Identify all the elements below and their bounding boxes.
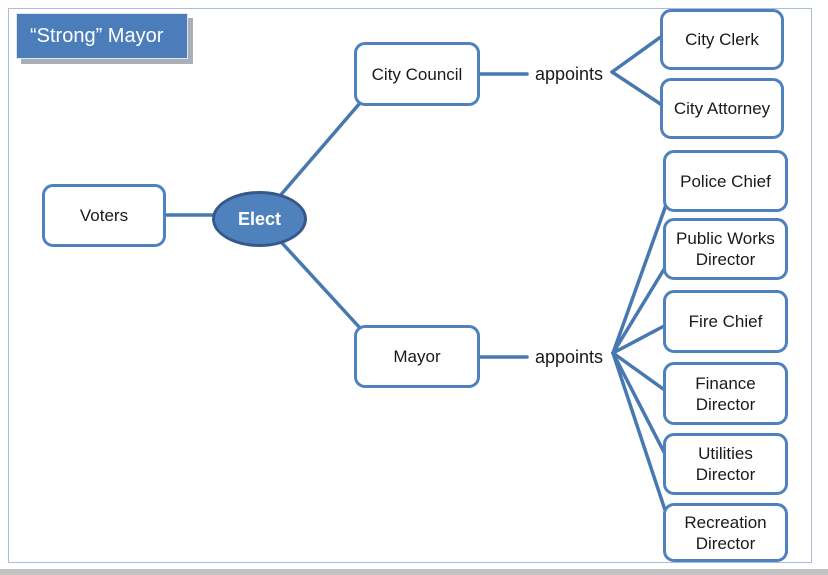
node-utilities-director: Utilities Director — [663, 433, 788, 495]
connector-appoints-police-chief — [611, 203, 668, 355]
node-voters-label: Voters — [79, 206, 129, 225]
node-elect: Elect — [212, 191, 307, 247]
node-voters: Voters — [42, 184, 166, 247]
node-public-works-director: Public Works Director — [663, 218, 788, 280]
connector-appoints-recreation — [611, 351, 668, 515]
node-police-chief: Police Chief — [663, 150, 788, 212]
node-city-attorney-label: City Attorney — [673, 99, 771, 118]
node-public-works-director-label: Public Works Director — [676, 229, 775, 269]
node-finance-director: Finance Director — [663, 362, 788, 425]
connector-appoints-city-attorney — [610, 70, 664, 107]
bottom-shadow — [0, 569, 828, 575]
node-fire-chief-label: Fire Chief — [688, 312, 763, 331]
node-city-council-label: City Council — [371, 64, 463, 84]
connector-appoints-utilities — [611, 351, 668, 458]
node-mayor: Mayor — [354, 325, 480, 388]
appoints-label-mayor: appoints — [534, 347, 604, 367]
slide-frame — [8, 8, 812, 563]
node-finance-director-label: Finance Director — [695, 373, 756, 414]
appoints-label-council: appoints — [534, 64, 604, 84]
node-utilities-director-label: Utilities Director — [695, 444, 756, 484]
connector-appoints-public-works — [611, 264, 668, 355]
diagram-title: “Strong” Mayor — [16, 13, 188, 59]
connector-appoints-city-clerk — [610, 34, 664, 74]
node-recreation-director-label: Recreation Director — [684, 512, 767, 553]
diagram-title-label: “Strong” Mayor — [30, 24, 164, 47]
node-mayor-label: Mayor — [393, 347, 441, 366]
node-city-attorney: City Attorney — [660, 78, 784, 139]
node-city-clerk: City Clerk — [660, 9, 784, 70]
node-fire-chief: Fire Chief — [663, 290, 788, 353]
node-recreation-director: Recreation Director — [663, 503, 788, 562]
node-city-clerk-label: City Clerk — [685, 30, 759, 49]
node-elect-label: Elect — [237, 208, 282, 229]
connector-appoints-fire-chief — [611, 323, 668, 355]
connector-appoints-finance — [611, 351, 668, 393]
node-city-council: City Council — [354, 42, 480, 106]
node-police-chief-label: Police Chief — [680, 171, 771, 191]
